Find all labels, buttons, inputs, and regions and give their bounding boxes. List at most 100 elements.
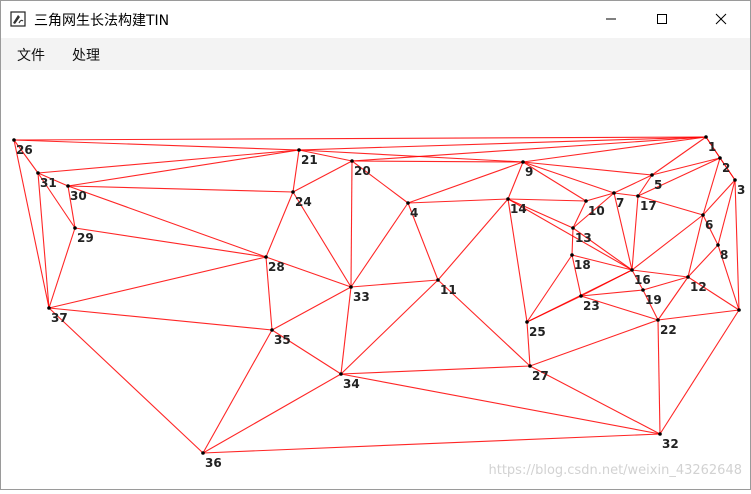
point-label: 32 — [662, 437, 679, 451]
tin-edge — [350, 279, 439, 288]
tin-point — [584, 199, 588, 203]
maximize-button[interactable] — [639, 0, 685, 38]
tin-edge — [702, 157, 721, 216]
tin-point — [716, 243, 720, 247]
point-label: 20 — [354, 164, 371, 178]
tin-edge — [407, 202, 439, 281]
tin-edge — [340, 365, 531, 375]
tin-edge — [687, 214, 704, 278]
menu-process[interactable]: 处理 — [72, 48, 100, 64]
tin-edge — [340, 286, 352, 375]
point-label: 18 — [574, 258, 591, 272]
minimize-icon — [606, 18, 616, 20]
tin-edge — [13, 139, 39, 174]
tin-edge — [67, 185, 267, 258]
menu-file[interactable]: 文件 — [17, 48, 45, 64]
tin-point — [406, 201, 410, 205]
tin-point — [737, 308, 741, 312]
menu-bar: 文件 处理 — [0, 38, 751, 70]
tin-edge — [571, 227, 574, 256]
tin-edge — [13, 136, 707, 141]
tin-edge — [572, 192, 615, 229]
minimize-button[interactable] — [588, 0, 634, 38]
point-label: 36 — [205, 456, 222, 470]
tin-edge — [351, 160, 409, 204]
tin-point — [291, 190, 295, 194]
point-label: 5 — [654, 178, 662, 192]
tin-point — [686, 275, 690, 279]
tin-edge — [631, 195, 639, 271]
tin-edge — [522, 161, 653, 176]
tin-edge — [351, 160, 524, 163]
tin-edge — [522, 161, 615, 194]
point-label: 4 — [410, 206, 418, 220]
tin-edge — [13, 139, 300, 151]
tin-edge — [637, 195, 704, 216]
tin-point — [349, 285, 353, 289]
tin-edge — [48, 307, 273, 331]
tin-point — [297, 148, 301, 152]
tin-edge — [292, 191, 352, 288]
tin-edge — [507, 198, 528, 323]
tin-edge — [407, 161, 524, 204]
tin-edge — [507, 198, 574, 229]
point-label: 9 — [525, 165, 533, 179]
point-label: 12 — [690, 280, 707, 294]
tin-edge — [580, 295, 659, 321]
tin-point — [528, 364, 532, 368]
tin-point — [270, 328, 274, 332]
tin-edge — [637, 174, 653, 197]
tin-edge — [37, 172, 76, 229]
point-label: 34 — [343, 377, 360, 391]
tin-edge — [637, 157, 721, 197]
tin-edge — [657, 276, 689, 321]
tin-point — [579, 294, 583, 298]
tin-point — [521, 160, 525, 164]
tin-edge — [350, 202, 409, 288]
tin-point — [36, 171, 40, 175]
tin-point — [701, 213, 705, 217]
tin-edge — [613, 174, 653, 194]
tin-edge — [271, 329, 342, 375]
tin-point — [201, 451, 205, 455]
tin-edge — [507, 161, 524, 200]
point-label: 14 — [510, 202, 527, 216]
tin-point — [704, 135, 708, 139]
tin-edge — [298, 149, 524, 163]
tin-edge — [48, 256, 267, 309]
point-label: 10 — [588, 204, 605, 218]
tin-point — [636, 194, 640, 198]
tin-edge — [580, 289, 644, 297]
tin-edge — [631, 214, 704, 271]
point-label: 1 — [708, 140, 716, 154]
tin-point — [66, 184, 70, 188]
point-label: 28 — [268, 260, 285, 274]
tin-edge — [437, 198, 509, 281]
tin-edge — [292, 149, 300, 193]
point-label: 2 — [722, 161, 730, 175]
tin-point — [612, 191, 616, 195]
tin-edge — [48, 227, 76, 309]
close-button[interactable] — [698, 0, 744, 38]
point-label: 27 — [532, 369, 549, 383]
tin-edge — [613, 192, 633, 271]
tin-edge — [522, 136, 707, 163]
point-label: 30 — [70, 189, 87, 203]
paint-icon — [10, 11, 26, 27]
tin-edge — [717, 179, 736, 246]
tin-point — [630, 268, 634, 272]
tin-edge — [659, 309, 740, 435]
tin-edge — [48, 307, 204, 454]
point-label: 25 — [529, 325, 546, 339]
tin-point — [12, 138, 16, 142]
tin-edge — [702, 179, 736, 216]
tin-edge — [507, 198, 587, 202]
tin-point — [658, 432, 662, 436]
tin-point — [47, 306, 51, 310]
tin-edge — [13, 139, 50, 309]
tin-point — [436, 278, 440, 282]
tin-edge — [292, 160, 353, 193]
tin-point — [73, 226, 77, 230]
point-label: 24 — [295, 195, 312, 209]
